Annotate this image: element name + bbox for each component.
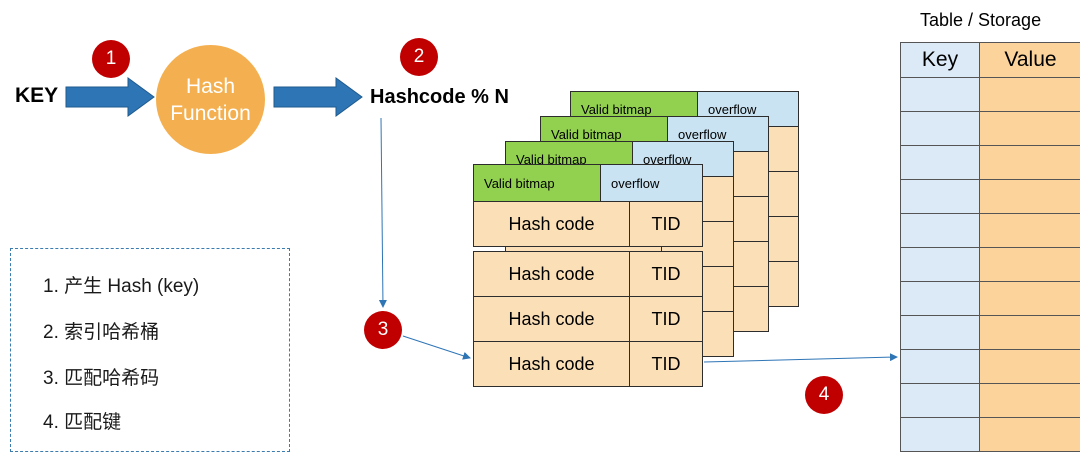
legend-item-4: 4. 匹配键 [43, 412, 122, 433]
storage-row [901, 248, 1080, 282]
bucket-row: Hash code TID [473, 202, 703, 247]
key-label: KEY [15, 84, 59, 107]
hash-code-cell: Hash code [474, 202, 630, 246]
hash-function-line2: Function [170, 101, 251, 125]
step-1-badge: 1 [92, 40, 130, 78]
storage-row [901, 112, 1080, 146]
bucket-row: Hash code TID [473, 342, 703, 387]
storage-row [901, 384, 1080, 418]
bucket-layer-front: Valid bitmap overflow Hash code TID Hash… [473, 164, 703, 387]
storage-title: Table / Storage [920, 10, 1042, 30]
tid-cell: TID [651, 308, 681, 329]
legend-item-3: 3. 匹配哈希码 [43, 368, 160, 389]
tid-cell: TID [651, 213, 681, 234]
step-3-badge: 3 [364, 311, 402, 349]
storage-row [901, 78, 1080, 112]
storage-value-header: Value [980, 43, 1080, 77]
hash-to-hashcode-arrow-icon [273, 77, 363, 117]
storage-row [901, 316, 1080, 350]
storage-row [901, 214, 1080, 248]
bucket-row: Hash code TID [473, 251, 703, 297]
storage-row [901, 418, 1080, 451]
hash-function-node: Hash Function [156, 45, 265, 154]
step-4-badge: 4 [805, 376, 843, 414]
legend-item-1: 1. 产生 Hash (key) [43, 276, 200, 297]
tid-cell: TID [651, 353, 681, 374]
storage-row [901, 180, 1080, 214]
steps-legend: 1. 产生 Hash (key) 2. 索引哈希桶 3. 匹配哈希码 4. 匹配… [10, 248, 290, 452]
overflow-cell: overflow [601, 165, 702, 201]
valid-bitmap-cell: Valid bitmap [474, 165, 601, 201]
storage-row [901, 350, 1080, 384]
step-2-badge: 2 [400, 38, 438, 76]
bucket-row: Hash code TID [473, 297, 703, 342]
storage-row [901, 282, 1080, 316]
tid-cell: TID [651, 263, 681, 284]
hash-function-line1: Hash [185, 74, 236, 98]
storage-key-header: Key [901, 43, 980, 77]
legend-item-2: 2. 索引哈希桶 [43, 322, 160, 343]
hash-code-cell: Hash code [474, 297, 630, 341]
key-to-hash-arrow-icon [65, 77, 155, 117]
storage-row [901, 146, 1080, 180]
storage-table: Key Value [900, 42, 1080, 452]
hashcode-mod-label: Hashcode % N [370, 86, 509, 108]
hash-code-cell: Hash code [474, 342, 630, 386]
hash-code-cell: Hash code [474, 252, 630, 296]
